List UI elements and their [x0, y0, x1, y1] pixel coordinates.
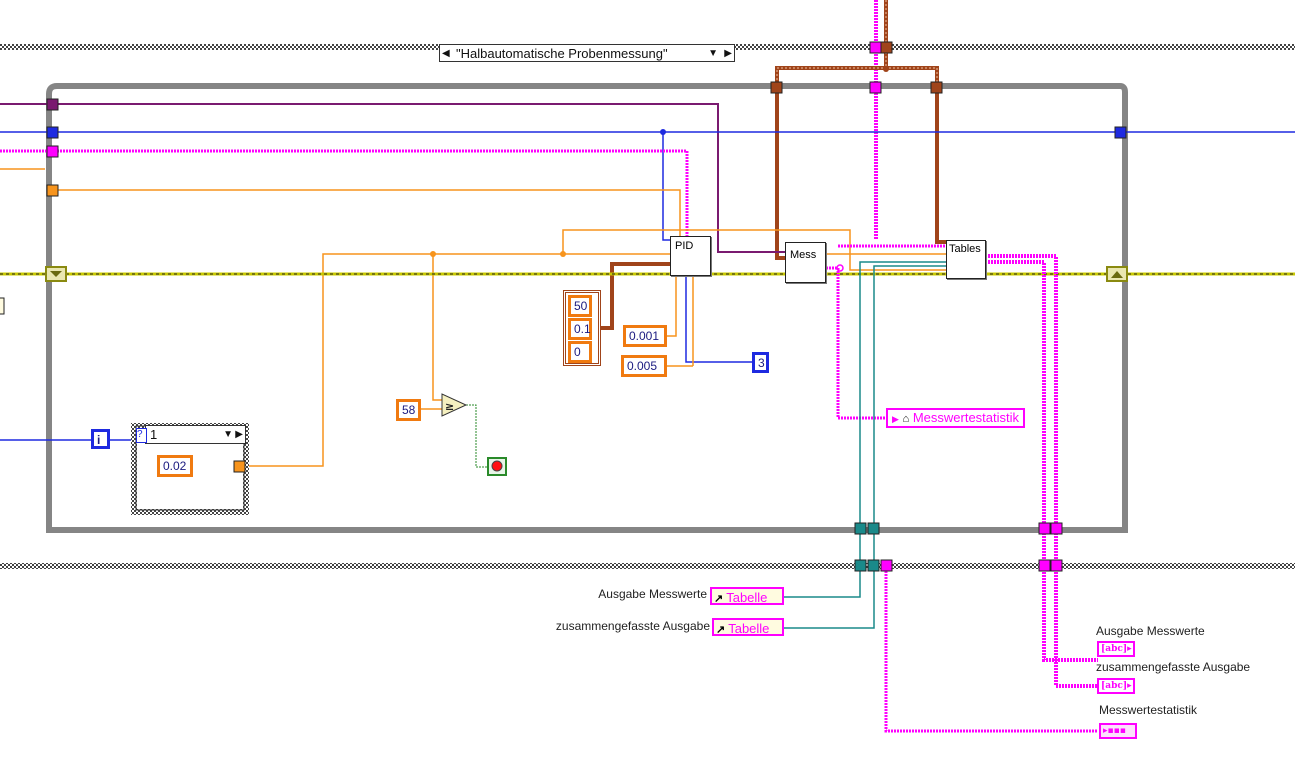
mode-constant[interactable]: 3 [752, 352, 769, 373]
tables-subvi-label: Tables [949, 243, 981, 255]
pid-subvi-label: PID [675, 240, 694, 252]
svg-text:≥: ≥ [445, 400, 454, 413]
array-element[interactable]: 0 [568, 341, 592, 363]
property-node-label: zusammengefasste Ausgabe [555, 619, 710, 633]
property-name: Tabelle [726, 590, 768, 605]
prev-case-icon[interactable]: ◀ [442, 48, 450, 59]
case-selector[interactable]: ◀ "Halbautomatische Probenmessung" ▼ ▶ [439, 44, 735, 62]
global-label: Messwertestatistik [912, 410, 1020, 425]
indicator-label: zusammengefasste Ausgabe [1096, 660, 1251, 674]
messwertestatistik-indicator[interactable]: ▸▪▪▪ [1099, 723, 1137, 739]
array-element[interactable]: 50 [568, 295, 592, 317]
messwertestatistik-global[interactable]: ▶ ⌂ Messwertestatistik [886, 408, 1026, 428]
next-case-icon[interactable]: ▶ [235, 429, 243, 440]
play-arrow-icon: ▶ [892, 414, 899, 424]
while-loop-frame [46, 83, 1128, 533]
iteration-terminal: i [91, 429, 110, 449]
reference-arrow-icon: ↗ [716, 624, 726, 636]
case-structure-bottom-border [0, 563, 1295, 569]
compare-constant[interactable]: 58 [396, 399, 421, 421]
gain-a-constant[interactable]: 0.001 [623, 325, 667, 347]
indicator-label: Messwertestatistik [1099, 703, 1198, 717]
reference-arrow-icon: ↗ [714, 593, 724, 605]
property-node-tabelle[interactable]: ↗Tabelle [710, 587, 784, 605]
gain-b-constant[interactable]: 0.005 [621, 355, 667, 377]
home-icon: ⌂ [902, 413, 910, 425]
ausgabe-messwerte-indicator[interactable]: [abc]▸ [1097, 641, 1135, 657]
mess-subvi-label: Mess [790, 249, 817, 261]
indicator-label: Ausgabe Messwerte [1096, 624, 1205, 638]
case-selector-value: "Halbautomatische Probenmessung" [456, 46, 668, 61]
case-selector-terminal-icon: ? [136, 428, 147, 443]
property-node-label: Ausgabe Messwerte [598, 587, 707, 601]
pid-array-constant[interactable]: 50 0.1 0 [563, 290, 601, 366]
wait-constant[interactable]: 0.02 [157, 455, 193, 477]
property-name: Tabelle [728, 621, 770, 636]
chevron-down-icon[interactable]: ▼ [223, 429, 233, 440]
pid-subvi[interactable]: PID [670, 236, 711, 276]
wire-purple [0, 103, 786, 253]
chevron-down-icon[interactable]: ▼ [708, 48, 718, 59]
zusammengefasste-ausgabe-indicator[interactable]: [abc]▸ [1097, 678, 1135, 694]
inner-case-value: 1 [150, 427, 158, 442]
tables-subvi[interactable]: Tables [946, 240, 986, 279]
property-node-tabelle[interactable]: ↗Tabelle [712, 618, 784, 636]
array-element[interactable]: 0.1 [568, 318, 592, 340]
mess-subvi[interactable]: Mess [785, 242, 826, 283]
next-case-icon[interactable]: ▶ [724, 48, 732, 59]
inner-case-selector[interactable]: ? 1 ▼ ▶ [136, 425, 246, 444]
